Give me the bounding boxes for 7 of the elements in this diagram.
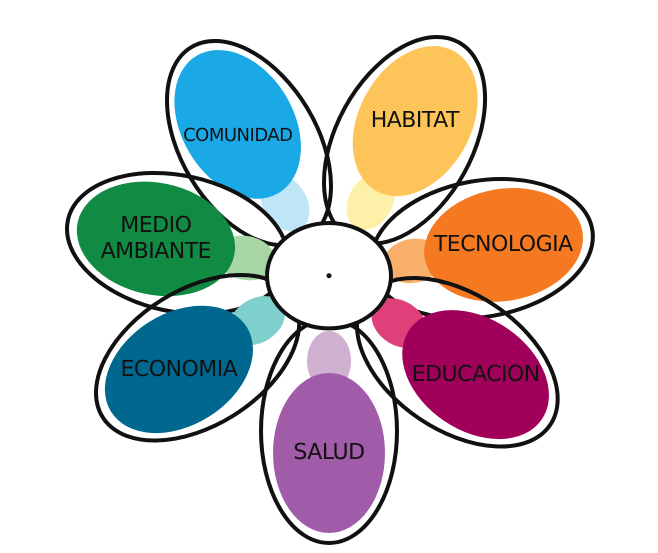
petal-label: HABITAT xyxy=(370,108,460,134)
petal-label: SALUD xyxy=(292,440,366,466)
petal-label: EDUCACION xyxy=(410,362,541,388)
petal-label: ECONOMIA xyxy=(119,356,238,383)
petal-label: COMUNIDAD xyxy=(182,124,294,148)
petal-label: TECNOLOGIA xyxy=(432,232,574,258)
petal-label: MEDIO AMBIANTE xyxy=(100,213,212,266)
